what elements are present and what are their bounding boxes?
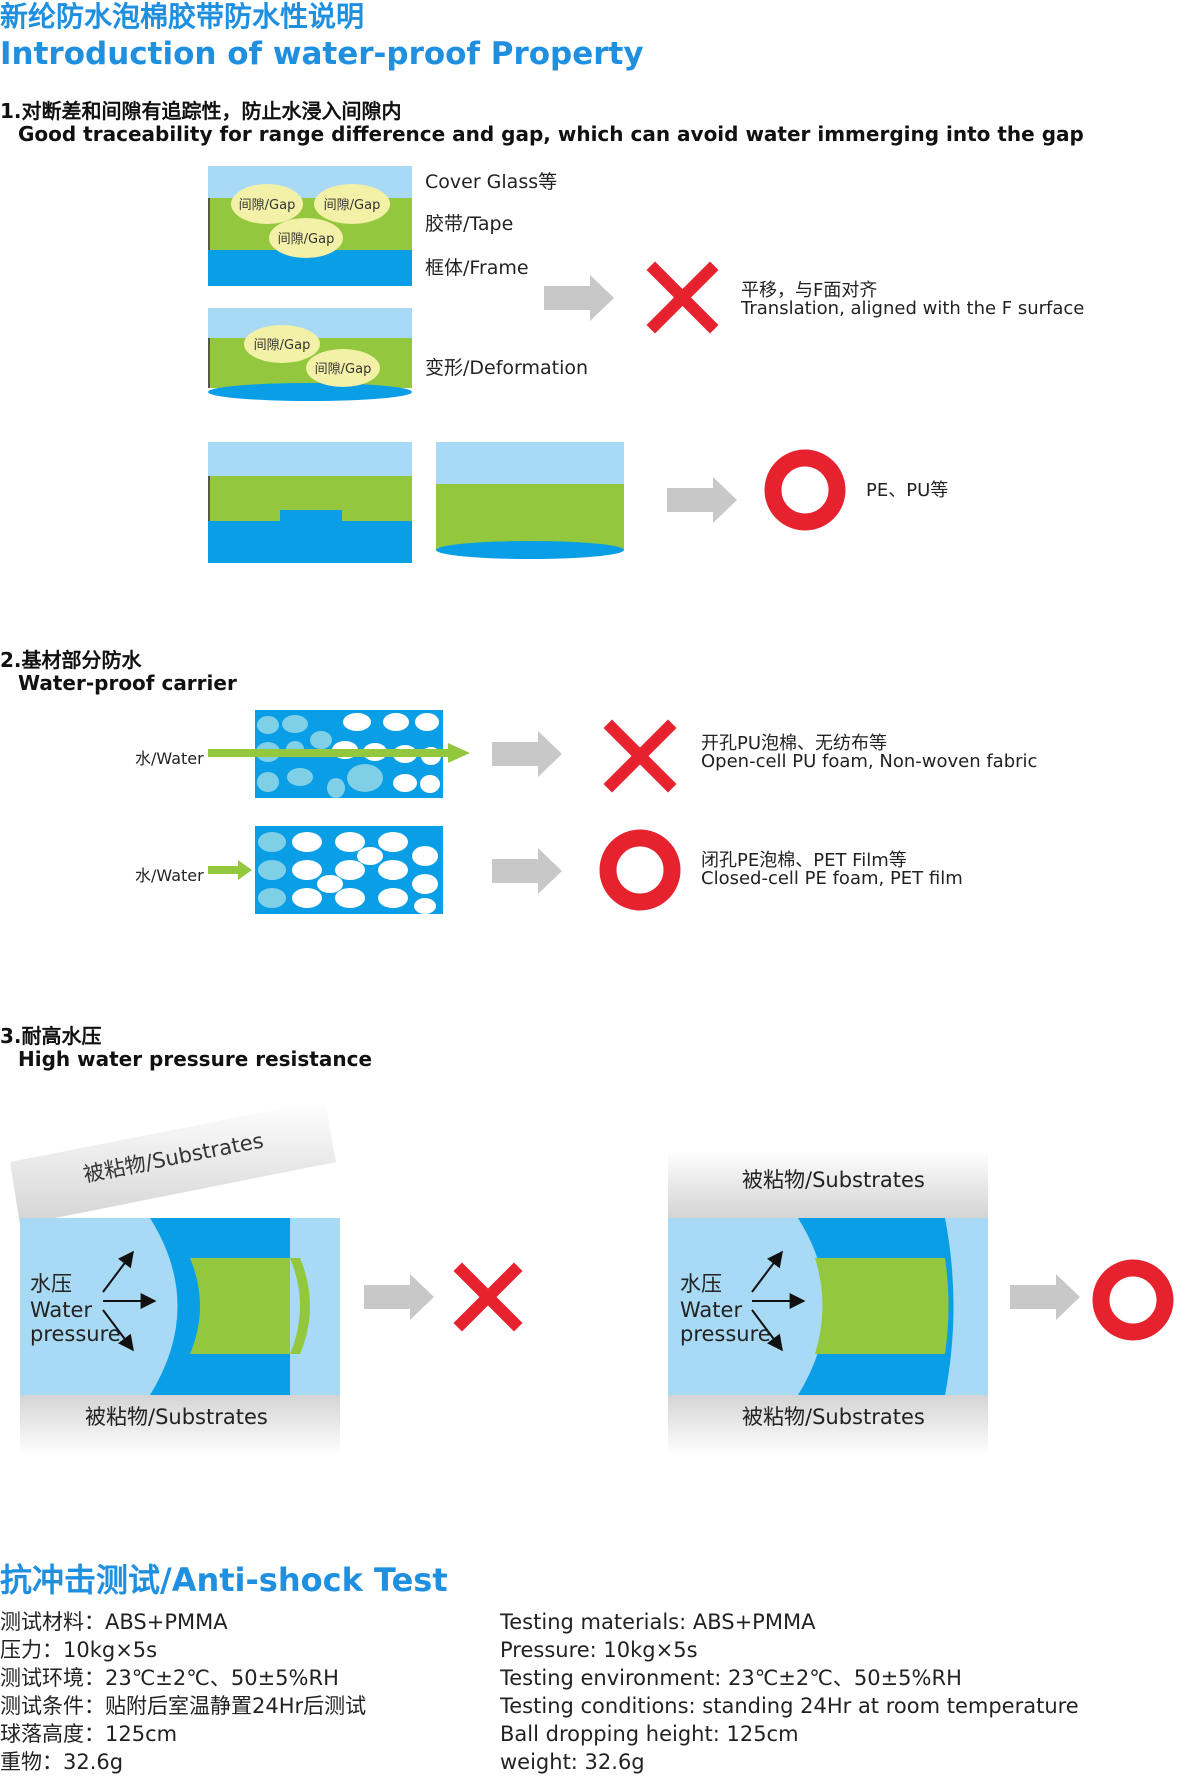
open-cell-note-en: Open-cell PU foam, Non-woven fabric bbox=[701, 751, 1038, 772]
spec-cn: 测试材料：ABS+PMMA bbox=[0, 1610, 228, 1634]
page-title-cn: 新纶防水泡棉胶带防水性说明 bbox=[0, 0, 365, 33]
red-x-icon bbox=[453, 1262, 523, 1332]
spec-en: Ball dropping height: 125cm bbox=[500, 1722, 799, 1746]
gap-label: 间隙/Gap bbox=[324, 198, 381, 213]
closed-cell-note-cn: 闭孔PE泡棉、PET Film等 bbox=[701, 850, 907, 871]
gray-arrow-icon bbox=[492, 731, 562, 777]
spec-en: Testing environment: 23℃±2℃、50±5%RH bbox=[500, 1666, 962, 1690]
stack-compliant-step bbox=[208, 442, 412, 563]
red-circle-icon bbox=[764, 449, 846, 531]
closed-cell-note-en: Closed-cell PE foam, PET film bbox=[701, 868, 963, 889]
layer-label-tape: 胶带/Tape bbox=[425, 213, 514, 235]
gap-label: 间隙/Gap bbox=[254, 338, 311, 353]
shock-title: 抗冲击测试/Anti-shock Test bbox=[0, 1561, 448, 1599]
substrate-label-bottom-left: 被粘物/Substrates bbox=[85, 1405, 268, 1429]
gap-label: 间隙/Gap bbox=[239, 198, 296, 213]
layer-label-deformation: 变形/Deformation bbox=[425, 357, 589, 379]
section2-heading-en: Water-proof carrier bbox=[18, 671, 237, 695]
pressure-label-en1: Water bbox=[30, 1298, 93, 1322]
section3-heading-en: High water pressure resistance bbox=[18, 1047, 373, 1071]
layer-label-cover: Cover Glass等 bbox=[425, 171, 558, 193]
spec-cn: 压力：10kg×5s bbox=[0, 1638, 158, 1662]
gap-bubble bbox=[244, 325, 320, 363]
gap-bubble bbox=[314, 184, 390, 224]
pressure-fail-diagram: 被粘物/Substrates bbox=[10, 1100, 340, 1455]
section3-diagram: 被粘物/Substrates bbox=[10, 1100, 1174, 1455]
open-cell-note-cn: 开孔PU泡棉、无纺布等 bbox=[701, 733, 888, 754]
pressure-label-en2: pressure bbox=[30, 1322, 121, 1346]
gray-arrow-icon bbox=[544, 275, 614, 321]
spec-cn: 测试条件：贴附后室温静置24Hr后测试 bbox=[0, 1694, 367, 1718]
gray-arrow-icon bbox=[364, 1274, 434, 1320]
substrate-label-bottom-right: 被粘物/Substrates bbox=[742, 1405, 925, 1429]
red-circle-icon bbox=[1092, 1259, 1174, 1341]
page-title-en: Introduction of water-proof Property bbox=[0, 36, 644, 72]
shock-specs-cn: 测试材料：ABS+PMMA 压力：10kg×5s 测试环境：23℃±2℃、50±… bbox=[0, 1608, 366, 1776]
open-cell-foam bbox=[208, 710, 470, 798]
red-x-icon bbox=[646, 261, 719, 334]
section2-heading-cn: 2.基材部分防水 bbox=[0, 648, 142, 672]
spec-cn: 测试环境：23℃±2℃、50±5%RH bbox=[0, 1666, 339, 1690]
pass-note: PE、PU等 bbox=[866, 480, 949, 501]
section1-diagram: 间隙/Gap 间隙/Gap 间隙/Gap 间隙/Gap 间隙/Gap bbox=[208, 166, 846, 563]
gap-label: 间隙/Gap bbox=[278, 232, 335, 247]
fail-note-cn: 平移，与F面对齐 bbox=[741, 280, 878, 301]
substrate-tilted bbox=[10, 1100, 336, 1225]
gap-bubble bbox=[269, 218, 343, 258]
spec-en: Testing materials: ABS+PMMA bbox=[500, 1610, 816, 1634]
gap-label: 间隙/Gap bbox=[315, 362, 372, 377]
layer-label-frame: 框体/Frame bbox=[425, 257, 529, 279]
gray-arrow-icon bbox=[492, 848, 562, 894]
pressure-label-cn: 水压 bbox=[30, 1272, 72, 1296]
pressure-label-en2: pressure bbox=[680, 1322, 771, 1346]
red-circle-icon bbox=[599, 829, 681, 911]
water-label-open: 水/Water bbox=[135, 749, 204, 768]
substrate-label-top-right: 被粘物/Substrates bbox=[742, 1168, 925, 1192]
section3-heading-cn: 3.耐高水压 bbox=[0, 1024, 102, 1048]
spec-cn: 球落高度：125cm bbox=[0, 1722, 178, 1746]
section1-heading-en: Good traceability for range difference a… bbox=[18, 122, 1084, 146]
section1-heading-cn: 1.对断差和间隙有追踪性，防止水浸入间隙内 bbox=[0, 99, 402, 123]
spec-cn: 重物：32.6g bbox=[0, 1750, 124, 1774]
stack-deformation: 间隙/Gap 间隙/Gap bbox=[208, 308, 412, 401]
spec-en: weight: 32.6g bbox=[500, 1750, 645, 1774]
gray-arrow-icon bbox=[1010, 1274, 1080, 1320]
section2-diagram bbox=[208, 710, 681, 914]
pressure-label-cn: 水压 bbox=[680, 1272, 722, 1296]
pressure-pass-diagram bbox=[668, 1150, 988, 1455]
stack-translation: 间隙/Gap 间隙/Gap 间隙/Gap bbox=[208, 166, 412, 286]
water-label-closed: 水/Water bbox=[135, 866, 204, 885]
closed-cell-foam bbox=[208, 826, 443, 914]
spec-en: Pressure: 10kg×5s bbox=[500, 1638, 698, 1662]
shock-specs-en: Testing materials: ABS+PMMA Pressure: 10… bbox=[500, 1608, 1079, 1776]
spec-en: Testing conditions: standing 24Hr at roo… bbox=[500, 1694, 1079, 1718]
red-x-icon bbox=[603, 719, 677, 793]
gap-bubble bbox=[231, 184, 303, 224]
gray-arrow-icon bbox=[667, 477, 737, 523]
fail-note-en: Translation, aligned with the F surface bbox=[741, 298, 1085, 319]
gap-bubble bbox=[306, 349, 380, 387]
stack-compliant-deform bbox=[436, 442, 624, 559]
pressure-label-en1: Water bbox=[680, 1298, 743, 1322]
